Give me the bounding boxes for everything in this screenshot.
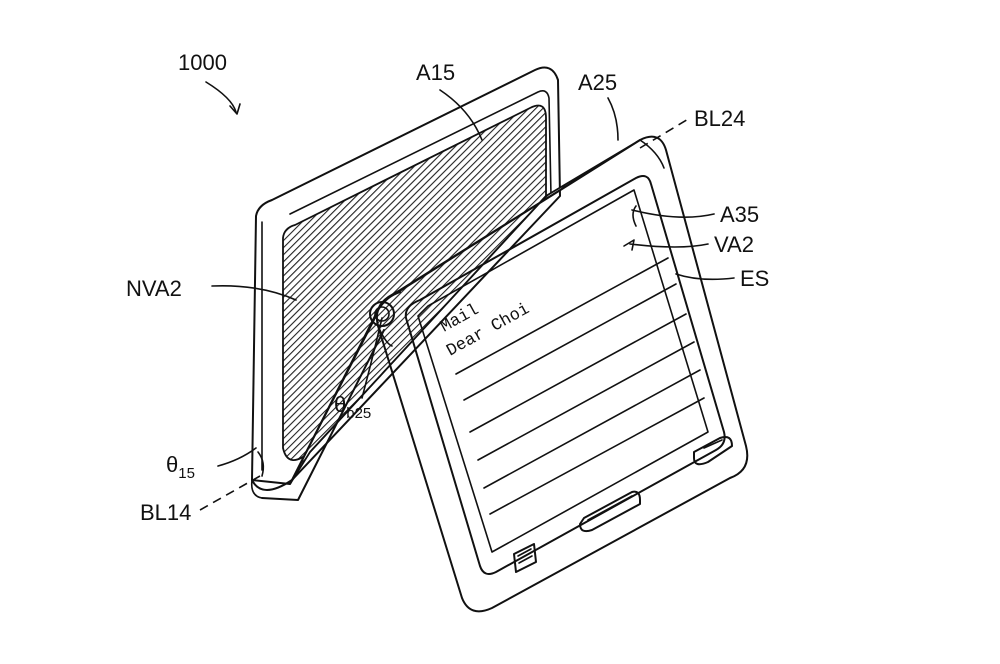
leader-lines: [199, 81, 735, 511]
leader-bl14: [199, 475, 261, 511]
label-theta15: θ15: [166, 452, 195, 482]
labels: 1000 A15 A25 BL24 A35 VA2 ES NVA2 BL14 θ…: [126, 50, 769, 525]
label-va2: VA2: [714, 232, 754, 257]
leader-va2: [629, 243, 709, 248]
leader-a25: [607, 97, 619, 141]
label-a15: A15: [416, 60, 455, 85]
leader-theta15: [217, 447, 257, 467]
home-button: [579, 490, 641, 533]
leader-a15: [439, 89, 483, 141]
leader-thetab25: [361, 317, 383, 399]
label-thetab25: θb25: [334, 392, 371, 422]
label-nva2: NVA2: [126, 276, 182, 301]
leader-es: [675, 273, 735, 281]
leader-a35: [631, 209, 715, 218]
ref-arrow-1000: [205, 81, 237, 113]
hinge-left: [257, 451, 265, 477]
front-panel-body: [376, 135, 749, 613]
menu-button-icon: [513, 543, 537, 573]
label-a35: A35: [720, 202, 759, 227]
leader-nva2: [211, 284, 297, 301]
screen-list-lines: [455, 257, 705, 515]
back-panel-frame: [251, 66, 561, 491]
label-bl14: BL14: [140, 500, 191, 525]
back-button-icon: [693, 436, 733, 466]
label-es: ES: [740, 266, 769, 291]
arrowhead-1000: [229, 103, 241, 115]
arrowhead-va2: [623, 239, 635, 251]
front-screen: [417, 189, 709, 553]
leader-bl24: [639, 117, 691, 149]
back-panel: [251, 66, 561, 491]
bracket-a35: [632, 205, 637, 227]
front-screen-bezel: [404, 175, 726, 575]
label-device-ref: 1000: [178, 50, 227, 75]
back-panel-edge: [289, 90, 552, 215]
label-a25: A25: [578, 70, 617, 95]
label-bl24: BL24: [694, 106, 745, 131]
